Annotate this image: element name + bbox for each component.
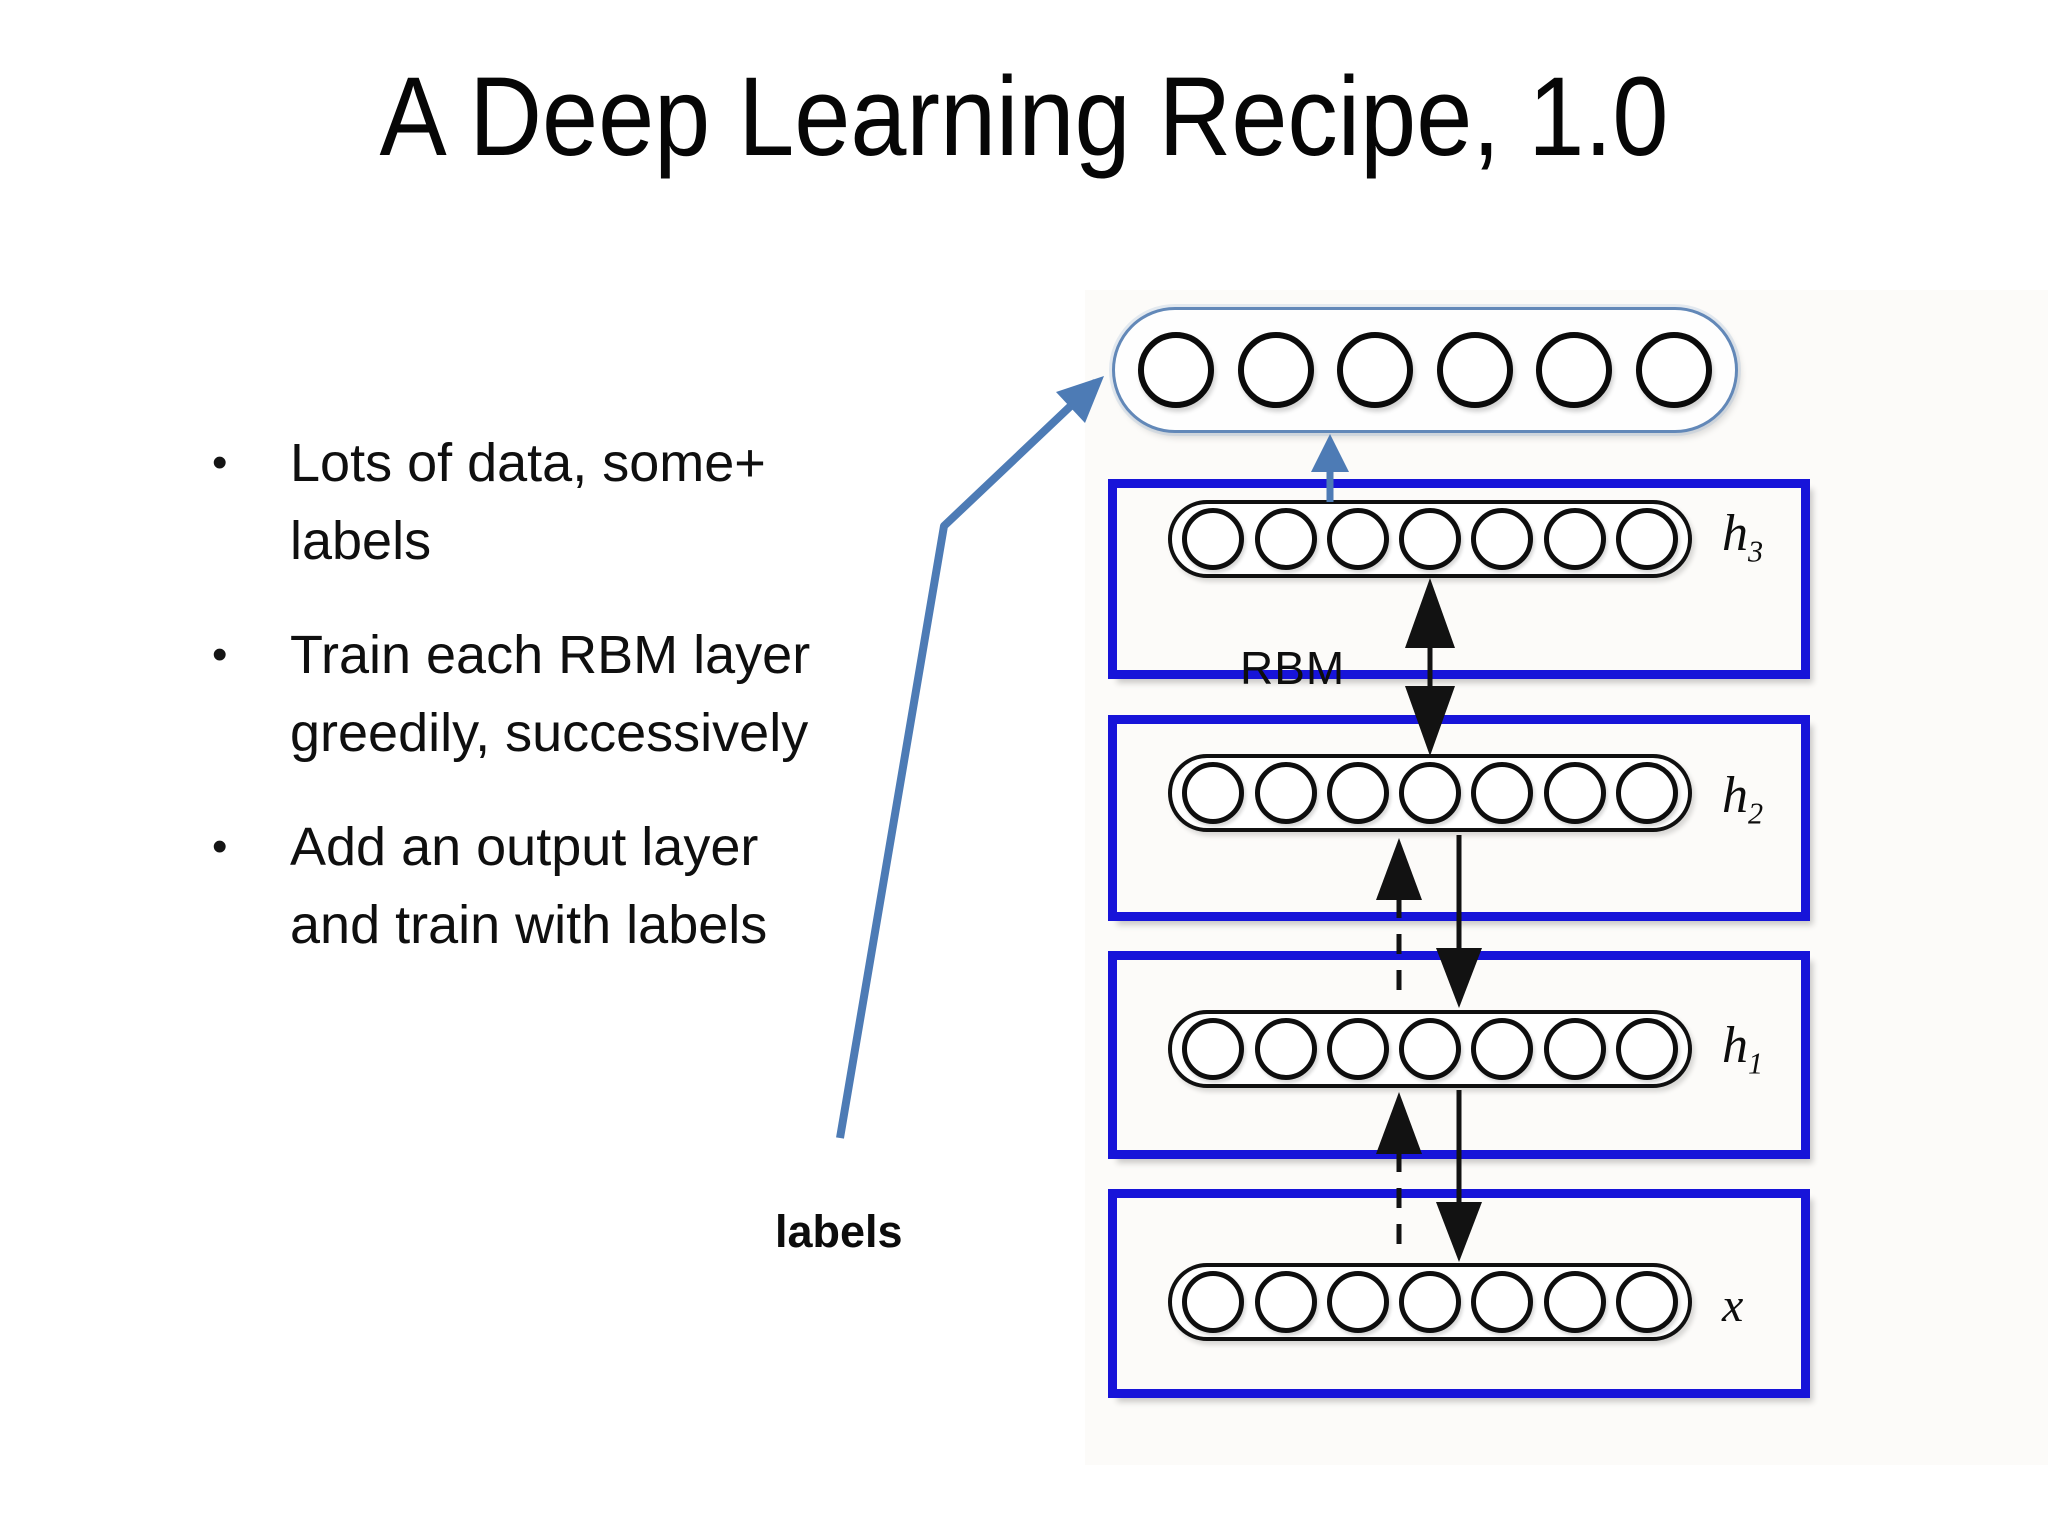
neuron-circle [1543, 1018, 1606, 1080]
neuron-circle [1615, 762, 1678, 824]
neuron-circle [1138, 332, 1215, 408]
bullet-marker: • [212, 630, 228, 679]
neuron-circle [1182, 1018, 1245, 1080]
label-base: h [1722, 767, 1748, 824]
label-base: x [1722, 1279, 1744, 1332]
neuron-circle [1254, 508, 1317, 570]
neuron-circle [1254, 1018, 1317, 1080]
label-sub: 1 [1748, 1046, 1764, 1081]
neuron-circle [1182, 762, 1245, 824]
layer-label-h3: h3 [1722, 505, 1763, 567]
slide-title: A Deep Learning Recipe, 1.0 [379, 54, 1669, 179]
neuron-circle [1337, 332, 1414, 408]
bullet-marker: • [212, 822, 228, 871]
bullet-item: • Lots of data, some+ labels [212, 424, 852, 580]
layer-capsule-h2 [1168, 754, 1692, 832]
layer-capsule-h1 [1168, 1010, 1692, 1088]
neuron-circle [1326, 762, 1389, 824]
neuron-circle [1471, 762, 1534, 824]
neuron-circle [1399, 508, 1461, 570]
layer-label-x: x [1722, 1282, 1743, 1330]
neuron-circle [1237, 332, 1314, 408]
layer-label-h1: h1 [1722, 1017, 1763, 1079]
neuron-circle [1254, 762, 1317, 824]
neuron-circle [1399, 1271, 1461, 1333]
neuron-circle [1635, 332, 1712, 408]
bullet-text: Lots of data, some+ labels [290, 433, 766, 571]
layer-label-h2: h2 [1722, 767, 1763, 829]
rbm-label: RBM [1240, 642, 1346, 694]
neuron-circle [1615, 1018, 1678, 1080]
layer-capsule-h3 [1168, 500, 1692, 578]
neuron-circle [1536, 332, 1613, 408]
label-base: h [1722, 505, 1748, 562]
neuron-circle [1399, 762, 1461, 824]
bullet-text: Train each RBM layer greedily, successiv… [290, 625, 811, 763]
neuron-circle [1326, 1018, 1389, 1080]
layer-capsule-x [1168, 1263, 1692, 1341]
neuron-circle [1615, 1271, 1678, 1333]
layer-box-h3 [1108, 479, 1810, 679]
bullet-item: • Train each RBM layer greedily, success… [212, 616, 852, 772]
label-sub: 2 [1748, 796, 1764, 831]
bullet-item: • Add an output layer and train with lab… [212, 808, 852, 964]
label-sub: 3 [1748, 534, 1764, 569]
neuron-circle [1182, 1271, 1245, 1333]
bullet-text: Add an output layer and train with label… [290, 817, 768, 955]
label-base: h [1722, 1017, 1748, 1074]
neuron-circle [1471, 508, 1534, 570]
neuron-circle [1326, 1271, 1389, 1333]
output-layer-capsule [1112, 307, 1738, 433]
labels-arrow [836, 376, 1104, 1139]
neuron-circle [1326, 508, 1389, 570]
neuron-circle [1615, 508, 1678, 570]
neuron-circle [1471, 1018, 1534, 1080]
neuron-circle [1436, 332, 1513, 408]
labels-annotation: labels [775, 1206, 903, 1257]
neuron-circle [1399, 1018, 1461, 1080]
neuron-circle [1543, 508, 1606, 570]
neuron-circle [1543, 1271, 1606, 1333]
bullet-marker: • [212, 438, 228, 487]
neuron-circle [1182, 508, 1245, 570]
bullet-list: • Lots of data, some+ labels • Train eac… [212, 424, 852, 1000]
neuron-circle [1543, 762, 1606, 824]
neuron-circle [1254, 1271, 1317, 1333]
neuron-circle [1471, 1271, 1534, 1333]
